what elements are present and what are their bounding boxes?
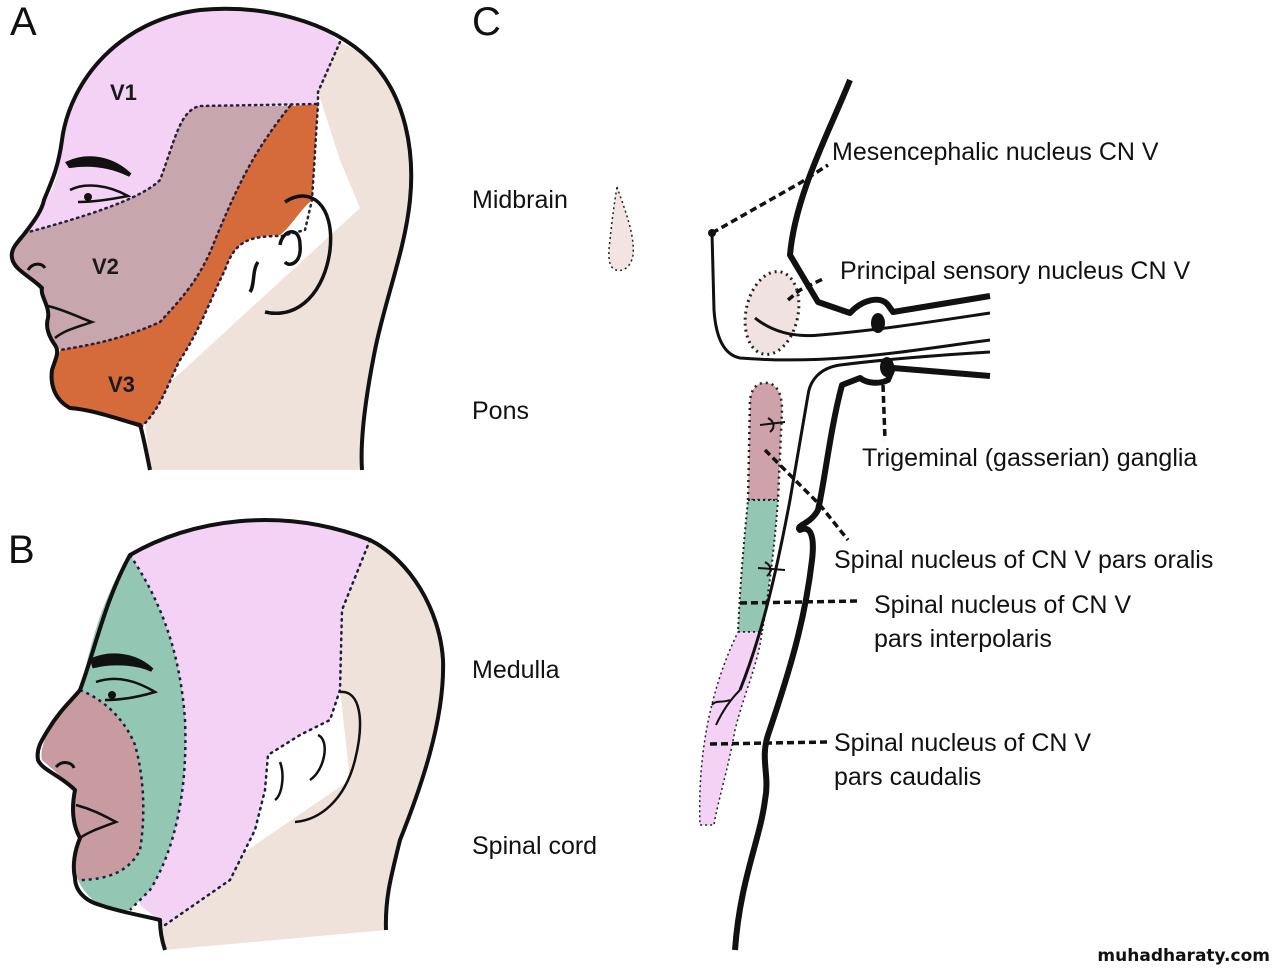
spinal-nucleus-caudalis <box>698 631 763 826</box>
label-pars-interpolaris-line2: pars interpolaris <box>874 625 1052 653</box>
panel-letter-c: C <box>472 0 501 44</box>
head-a-skin <box>140 40 411 470</box>
eyebrow-a <box>65 156 132 177</box>
zone-boundaries <box>77 554 187 911</box>
zone-outer-region <box>125 520 370 925</box>
nostril-b <box>54 761 76 769</box>
mesencephalic-nucleus <box>608 186 634 272</box>
leader-lines <box>709 163 887 746</box>
dermatome-label-v3: V3 <box>108 372 135 397</box>
dermatome-boundaries <box>23 40 342 430</box>
dermatome-label-v2: V2 <box>92 254 119 279</box>
label-trigeminal-ganglia: Trigeminal (gasserian) ganglia <box>862 444 1198 472</box>
label-pars-interpolaris-line1: Spinal nucleus of CN V <box>874 591 1132 619</box>
dermatome-v3-region <box>51 104 318 428</box>
panel-b-head-illustration <box>35 518 446 951</box>
zone-outer-boundary <box>163 538 372 927</box>
label-pars-caudalis-line2: pars caudalis <box>834 763 982 791</box>
brainstem-lower-outline <box>732 365 991 951</box>
dermatome-v1-region <box>25 8 340 234</box>
spinal-nucleus-oralis <box>746 381 784 502</box>
region-label-midbrain: Midbrain <box>472 186 568 214</box>
mouth-b <box>75 803 120 840</box>
zone-inner-region <box>41 690 144 880</box>
region-label-spinal-cord: Spinal cord <box>472 832 598 860</box>
spinal-nucleus-interpolaris <box>736 499 780 633</box>
dermatome-label-v1: V1 <box>110 80 137 105</box>
principal-sensory-nucleus <box>743 270 801 356</box>
label-pars-oralis: Spinal nucleus of CN V pars oralis <box>834 546 1214 574</box>
ear-b <box>274 690 362 824</box>
dermatome-v2-region <box>12 106 290 350</box>
label-pars-caudalis-line1: Spinal nucleus of CN V <box>834 729 1092 757</box>
panel-letter-a: A <box>10 0 37 44</box>
panel-a-head-illustration: V1 V2 V3 <box>9 6 414 471</box>
watermark: muhadharaty.com <box>1097 946 1270 966</box>
brainstem-outline <box>787 78 991 316</box>
nostril-a <box>26 262 47 271</box>
mouth-a <box>47 304 96 339</box>
head-b-outline <box>35 518 446 951</box>
head-b-skin <box>160 540 444 950</box>
region-label-medulla: Medulla <box>472 656 560 684</box>
eye-b <box>95 677 159 702</box>
label-mesencephalic-nucleus: Mesencephalic nucleus CN V <box>832 138 1159 166</box>
head-a-outline <box>9 6 414 471</box>
eyebrow-b <box>89 653 154 672</box>
label-principal-sensory-nucleus: Principal sensory nucleus CN V <box>840 257 1191 285</box>
eye-a <box>69 184 132 204</box>
panel-letter-b: B <box>8 528 35 572</box>
ear-a <box>248 194 333 316</box>
region-label-pons: Pons <box>472 397 529 425</box>
